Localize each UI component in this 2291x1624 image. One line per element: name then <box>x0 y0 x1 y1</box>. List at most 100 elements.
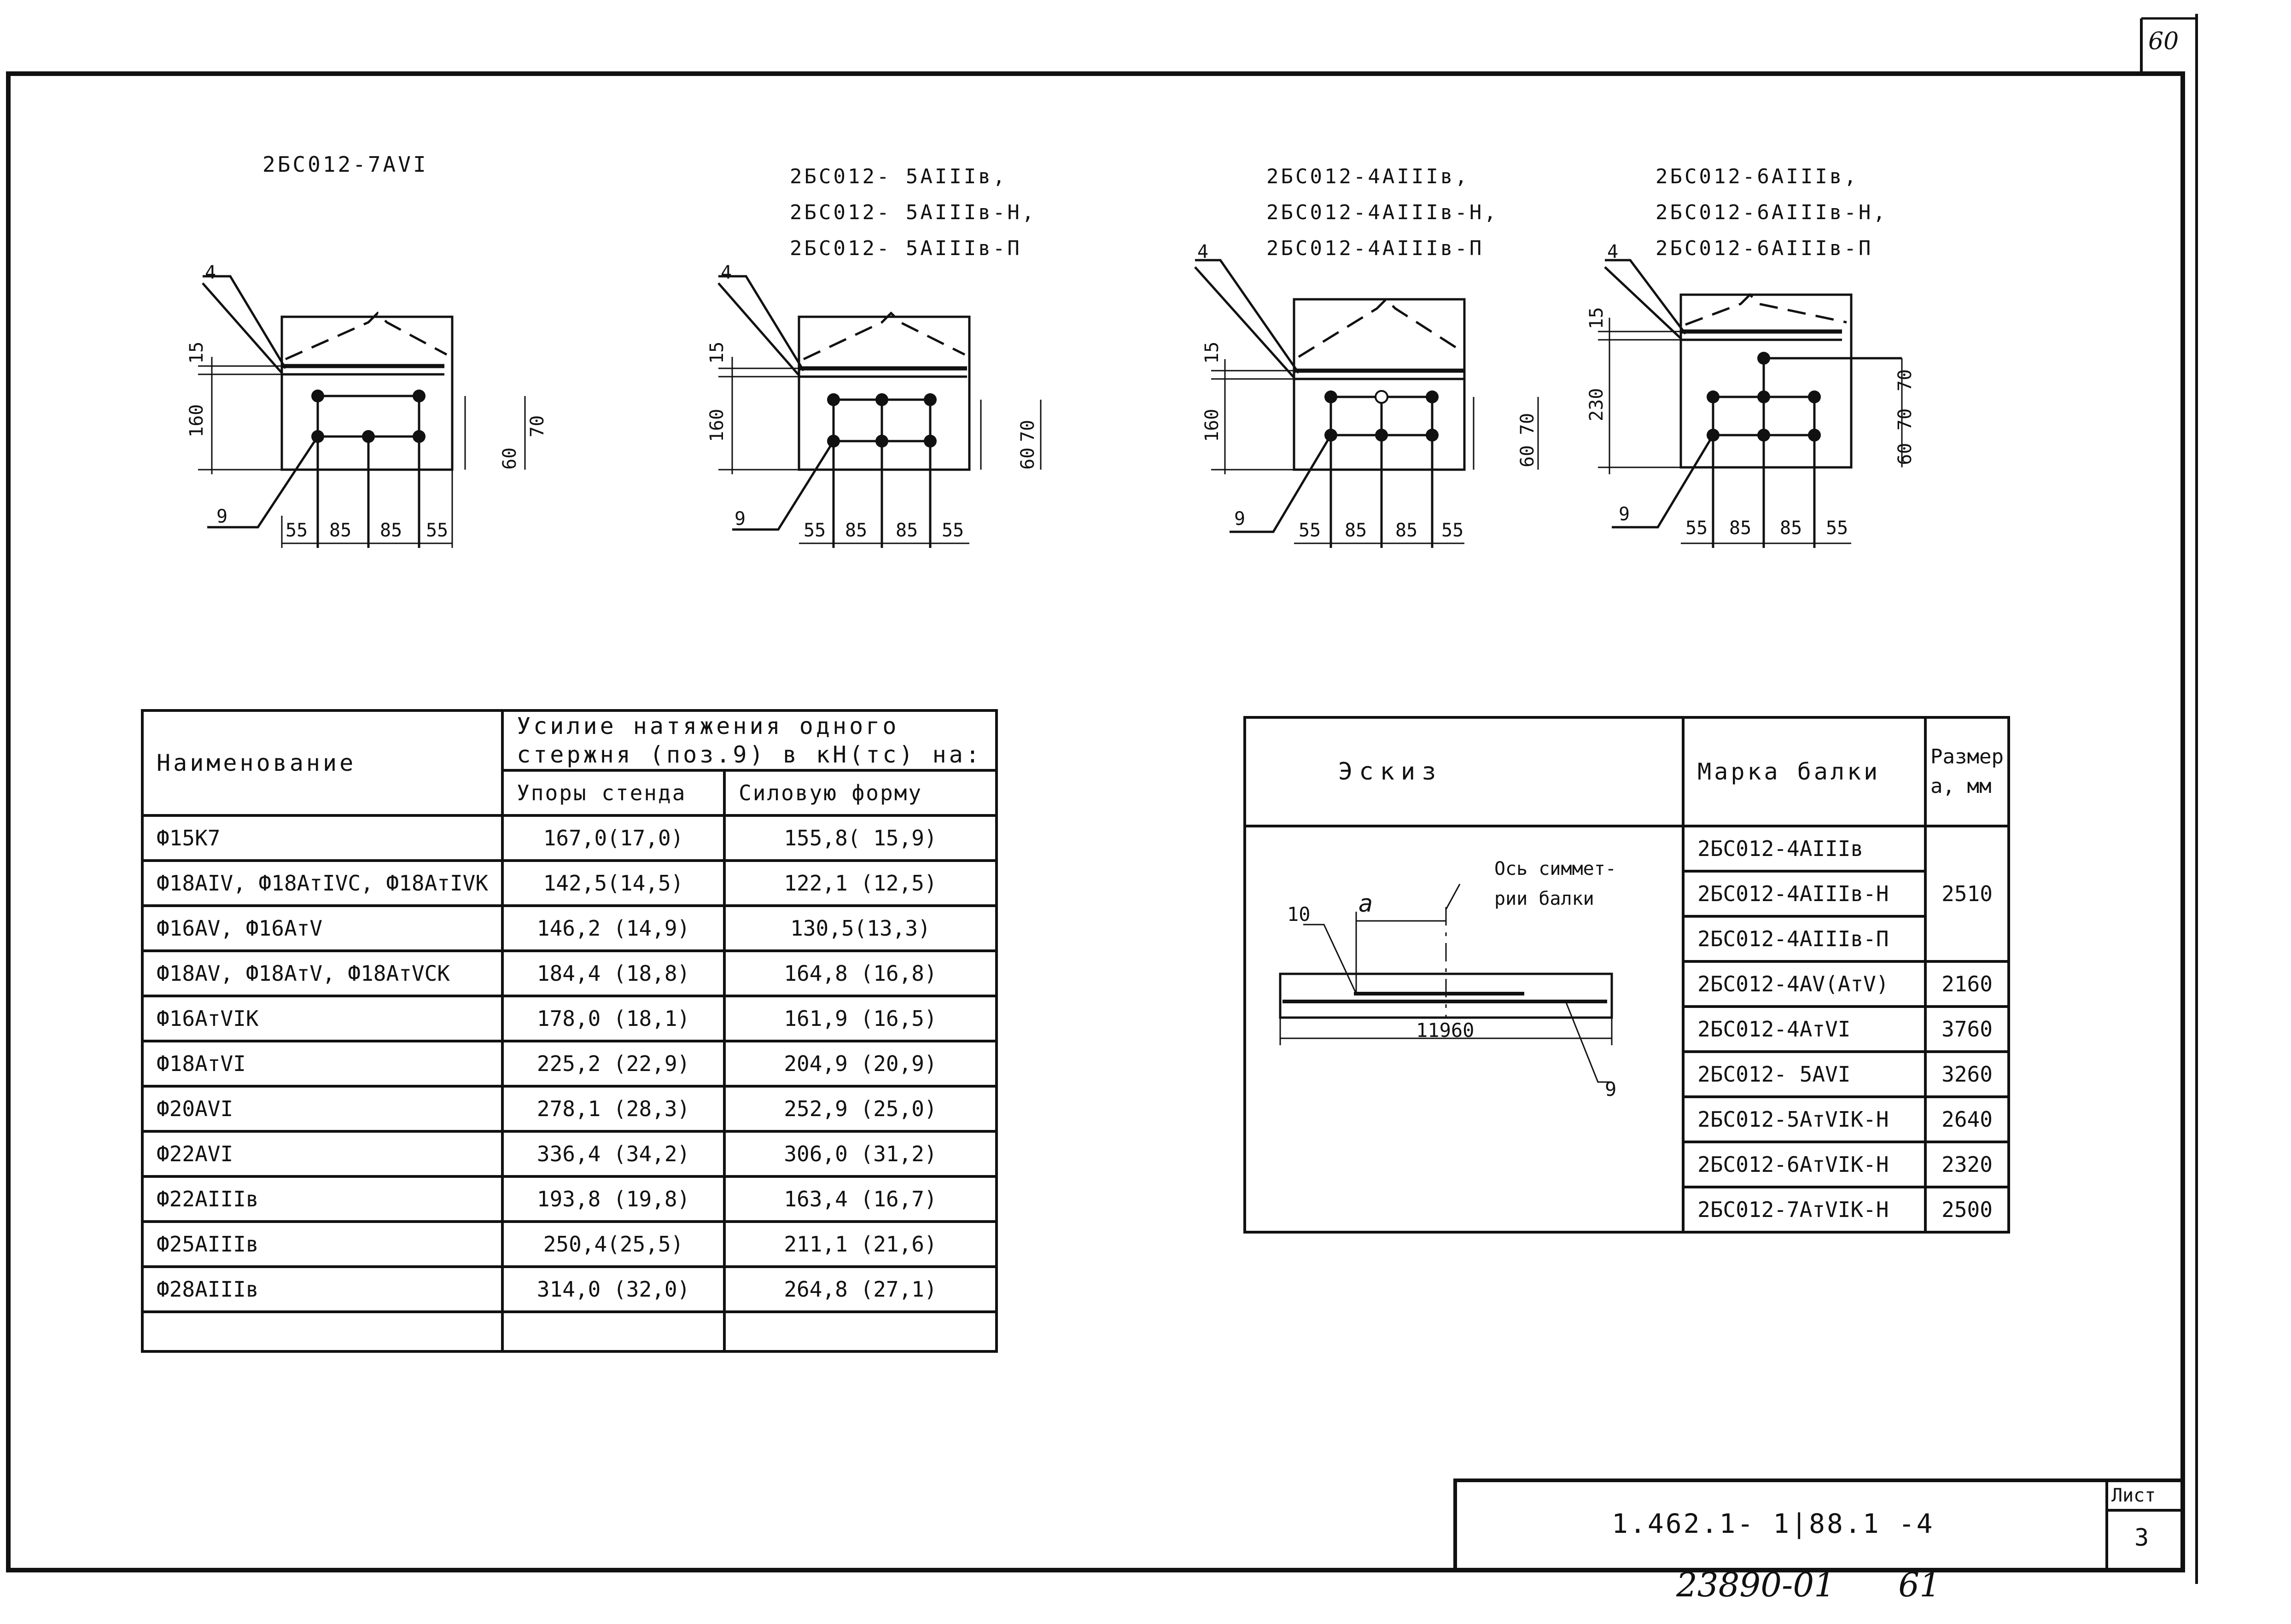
s2-dim-1: 55 <box>804 520 826 541</box>
footer-number: 23890-01 61 <box>1676 1566 1941 1604</box>
t1-cell-stand: 250,4(25,5) <box>501 1220 726 1268</box>
t1-cell-stand: 184,4 (18,8) <box>501 949 726 997</box>
t1-col-form-header: Силовую форму <box>723 769 998 817</box>
t1-cell-form: 163,4 (16,7) <box>723 1175 998 1223</box>
t1-cell-stand: 146,2 (14,9) <box>501 904 726 952</box>
section-3-label: 2БС012-4АIIIв, 2БС012-4АIIIв-Н, 2БС012-4… <box>1266 165 1498 260</box>
s4-dim-right-1: 70 <box>1895 369 1916 391</box>
table-row <box>140 1310 998 1353</box>
t1-cell-form: 155,8( 15,9) <box>723 814 998 862</box>
t2-cell-size: 2510 <box>1924 825 2010 963</box>
s2-dim-right-2: 60 <box>1017 448 1038 470</box>
t2-mark-header: Марка балки <box>1682 716 1927 827</box>
s2-dim-2: 85 <box>845 520 867 541</box>
sketch-pos-10: 10 <box>1287 903 1311 926</box>
table-row: 2БС012-4АIIIв-Н <box>1245 870 2009 918</box>
s1-dim-height: 160 <box>186 404 207 437</box>
s2-dim-right-1: 70 <box>1017 420 1038 442</box>
t1-cell-stand <box>501 1310 726 1353</box>
t1-cell-form: 161,9 (16,5) <box>723 995 998 1042</box>
t1-cell-form: 252,9 (25,0) <box>723 1085 998 1133</box>
t1-cell-stand: 336,4 (34,2) <box>501 1130 726 1178</box>
s3-dim-1: 55 <box>1299 520 1321 541</box>
s4-dim-right-2: 70 <box>1895 408 1916 431</box>
t2-cell-mark: 2БС012- 5АVI <box>1682 1050 1927 1098</box>
s4-dim-4: 55 <box>1826 518 1848 539</box>
s4-callout-9: 9 <box>1619 504 1630 525</box>
s1-callout-4: 4 <box>205 262 216 283</box>
s1-dim-2: 85 <box>329 520 351 541</box>
t1-cell-name: Ф22АVI <box>140 1130 504 1178</box>
s4-dim-3: 85 <box>1780 518 1802 539</box>
s2-callout-9: 9 <box>735 508 746 530</box>
t2-cell-mark: 2БС012-7АтVIК-Н <box>1682 1186 1927 1234</box>
s4-dim-1: 55 <box>1685 518 1708 539</box>
t1-cell-form <box>723 1310 998 1353</box>
t1-group-header: Усилие натяжения одного стержня (поз.9) … <box>501 709 998 772</box>
t2-cell-mark: 2БС012-5АтVIК-Н <box>1682 1095 1927 1143</box>
section-3-drawing <box>1194 259 1539 548</box>
t1-cell-form: 204,9 (20,9) <box>723 1040 998 1088</box>
t2-cell-size: 2640 <box>1924 1095 2010 1143</box>
t2-cell-mark: 2БС012-4АтVI <box>1682 1005 1927 1053</box>
sketch-axis-label-2: рии балки <box>1494 888 1594 909</box>
t1-cell-form: 211,1 (21,6) <box>723 1220 998 1268</box>
t2-sketch-cell <box>1243 825 1685 1234</box>
t1-cell-stand: 193,8 (19,8) <box>501 1175 726 1223</box>
t1-cell-name: Ф20АVI <box>140 1085 504 1133</box>
stamp-sheet-number: 3 <box>2134 1524 2149 1552</box>
t1-cell-name: Ф18АV, Ф18АтV, Ф18АтVСК <box>140 949 504 997</box>
section-drawings: 55 85 85 55 4 9 15 160 70 60 55 85 85 55… <box>186 241 1916 548</box>
s4-dim-height: 230 <box>1586 388 1607 421</box>
t1-cell-form: 264,8 (27,1) <box>723 1265 998 1313</box>
s1-callout-9: 9 <box>216 506 227 527</box>
s1-dim-right-1: 70 <box>527 415 548 437</box>
t1-cell-name: Ф22АIIIв <box>140 1175 504 1223</box>
s2-dim-top: 15 <box>706 342 728 364</box>
section-4-label: 2БС012-6АIIIв, 2БС012-6АIIIв-Н, 2БС012-6… <box>1656 165 1888 260</box>
s1-dim-1: 55 <box>286 520 308 541</box>
t2-cell-size: 2500 <box>1924 1186 2010 1234</box>
section-2-drawing <box>717 275 1042 548</box>
sketch-length: 11960 <box>1416 1019 1474 1042</box>
t1-cell-stand: 178,0 (18,1) <box>501 995 726 1042</box>
sketch-pos-9: 9 <box>1605 1078 1616 1100</box>
s1-dim-3: 85 <box>380 520 402 541</box>
t1-cell-form: 122,1 (12,5) <box>723 859 998 907</box>
t1-cell-name: Ф16АтVIК <box>140 995 504 1042</box>
section-2-label: 2БС012- 5АIIIв, 2БС012- 5АIIIв-Н, 2БС012… <box>790 165 1037 260</box>
s1-dim-right-2: 60 <box>499 448 520 470</box>
t1-cell-form: 306,0 (31,2) <box>723 1130 998 1178</box>
t1-col-name-header: Наименование <box>140 709 504 817</box>
t1-cell-stand: 167,0(17,0) <box>501 814 726 862</box>
t2-cell-mark: 2БС012-4АIIIв-Н <box>1682 870 1927 918</box>
s3-callout-9: 9 <box>1234 508 1245 530</box>
t1-cell-form: 164,8 (16,8) <box>723 949 998 997</box>
t1-cell-stand: 142,5(14,5) <box>501 859 726 907</box>
section-4-drawing <box>1598 259 1903 548</box>
t2-cell-mark: 2БС012-4АIIIв <box>1682 825 1927 873</box>
s2-callout-4: 4 <box>721 262 732 283</box>
t1-cell-stand: 225,2 (22,9) <box>501 1040 726 1088</box>
table-row: 2БС012-4АV(АтV)2160 <box>1245 960 2010 1008</box>
t2-sketch-header: Эскиз <box>1243 716 1685 827</box>
section-1-label: 2БС012-7АVI <box>262 152 428 177</box>
s4-dim-top: 15 <box>1586 307 1607 329</box>
t2-cell-mark: 2БС012-4АIIIв-П <box>1682 915 1927 963</box>
s4-dim-2: 85 <box>1729 518 1751 539</box>
corner-sheet-number: 60 <box>2148 28 2179 55</box>
t2-cell-size: 3260 <box>1924 1050 2010 1098</box>
t1-cell-name: Ф28АIIIв <box>140 1265 504 1313</box>
sketch-a-label: a <box>1358 890 1373 918</box>
s4-callout-4: 4 <box>1607 241 1618 262</box>
t2-cell-mark: 2БС012-6АтVIК-Н <box>1682 1141 1927 1188</box>
